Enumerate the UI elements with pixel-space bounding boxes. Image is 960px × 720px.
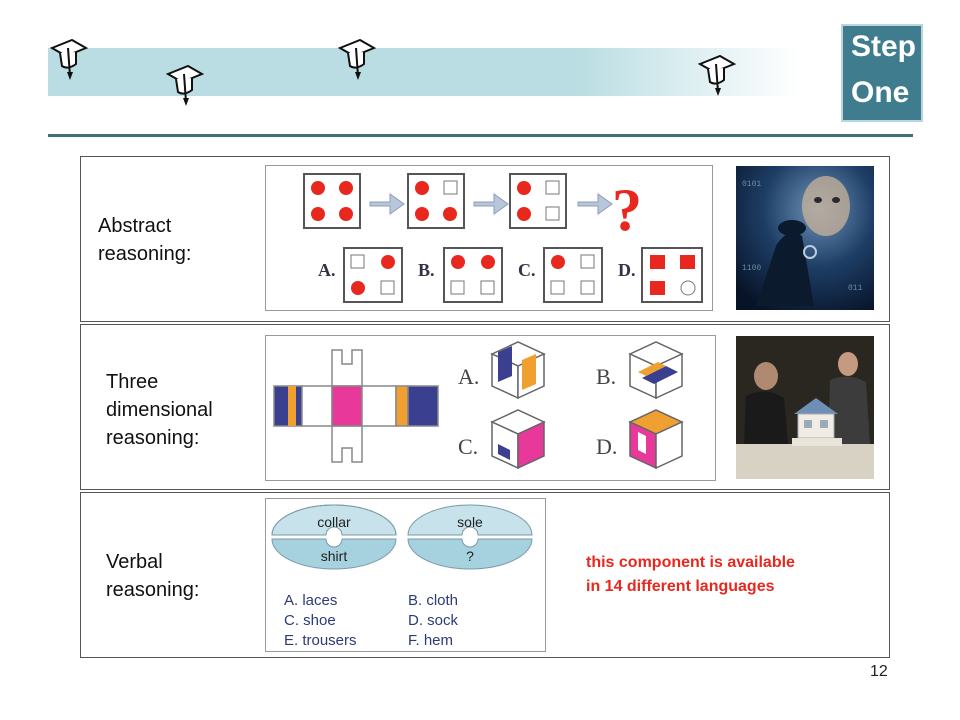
languages-note: this component is available in 14 differ… — [586, 551, 886, 599]
section-label-line: Abstract — [98, 215, 172, 237]
option-box-d — [641, 247, 703, 303]
arrow-icon — [369, 193, 405, 215]
option-label: A. — [318, 260, 336, 280]
section-label-line: dimensional — [106, 399, 213, 421]
verbal-puzzle-svg: collar shirt sole ? A. laces B. cloth C.… — [271, 504, 533, 649]
header-rule — [48, 134, 913, 137]
abstract-puzzle-figure: ? A. B. C. D. — [265, 165, 713, 311]
logo-text-bottom: One — [851, 76, 910, 109]
option-label: D. — [618, 260, 636, 280]
spatial-puzzle-svg: A. B. C. D. — [273, 341, 684, 470]
spatial-puzzle-figure: A. B. C. D. — [265, 335, 716, 481]
abstract-reasoning-label: Abstract reasoning: — [98, 212, 191, 268]
option-label: D. — [596, 434, 617, 459]
section-label-line: reasoning: — [106, 427, 200, 449]
answer-option: E. trousers — [284, 632, 357, 649]
answer-option: D. sock — [408, 612, 459, 629]
step-one-logo: Step One — [841, 24, 923, 122]
verbal-puzzle-figure: collar shirt sole ? A. laces B. cloth C.… — [265, 498, 546, 652]
answer-option: C. shoe — [284, 612, 336, 629]
option-label: C. — [458, 434, 478, 459]
option-box-c — [543, 247, 603, 303]
answer-option: A. laces — [284, 592, 337, 609]
word-disc-2: sole ? — [407, 504, 533, 570]
sequence-box — [509, 173, 567, 229]
arrow-icon — [473, 193, 509, 215]
svg-text:011: 011 — [848, 284, 863, 293]
svg-text:1100: 1100 — [742, 264, 761, 273]
svg-text:0101: 0101 — [742, 180, 761, 189]
arrow-icon — [577, 193, 613, 215]
disc-word: shirt — [321, 548, 348, 564]
question-mark: ? — [612, 177, 642, 243]
architects-photo — [736, 336, 874, 479]
disc-word: collar — [317, 514, 351, 530]
note-line: this component is available — [586, 554, 795, 571]
detective-photo-svg: 0101 1100 011 — [736, 166, 874, 310]
header-banner — [48, 48, 800, 96]
option-label: B. — [596, 364, 616, 389]
answer-option: F. hem — [408, 632, 453, 649]
cube-option-c — [490, 409, 546, 470]
option-box-a — [343, 247, 403, 303]
sequence-box — [303, 173, 361, 229]
answer-option: B. cloth — [408, 592, 458, 609]
page-number: 12 — [870, 663, 888, 680]
logo-text-top: Step — [851, 30, 917, 63]
cube-net — [273, 349, 439, 463]
detective-photo: 0101 1100 011 — [736, 166, 874, 310]
disc-word: ? — [466, 548, 474, 564]
graduation-cap-icon — [49, 38, 88, 80]
note-line: in 14 different languages — [586, 578, 775, 595]
word-disc-1: collar shirt — [271, 504, 397, 570]
section-label-line: Verbal — [106, 551, 163, 573]
graduation-cap-icon — [337, 38, 376, 80]
section-label-line: reasoning: — [106, 579, 200, 601]
option-label: B. — [418, 260, 435, 280]
option-box-b — [443, 247, 503, 303]
option-label: A. — [458, 364, 479, 389]
sequence-box — [407, 173, 465, 229]
cube-option-a — [490, 341, 546, 400]
three-dimensional-reasoning-label: Three dimensional reasoning: — [106, 368, 213, 452]
cube-option-b — [628, 341, 684, 400]
cube-option-d — [628, 409, 684, 470]
graduation-cap-icon — [697, 54, 736, 96]
graduation-cap-icon — [165, 64, 204, 106]
abstract-puzzle-svg: ? A. B. C. D. — [303, 173, 703, 303]
disc-word: sole — [457, 514, 483, 530]
section-label-line: reasoning: — [98, 243, 192, 265]
architects-photo-svg — [736, 336, 874, 479]
verbal-reasoning-label: Verbal reasoning: — [106, 548, 199, 604]
option-label: C. — [518, 260, 536, 280]
section-label-line: Three — [106, 371, 159, 393]
